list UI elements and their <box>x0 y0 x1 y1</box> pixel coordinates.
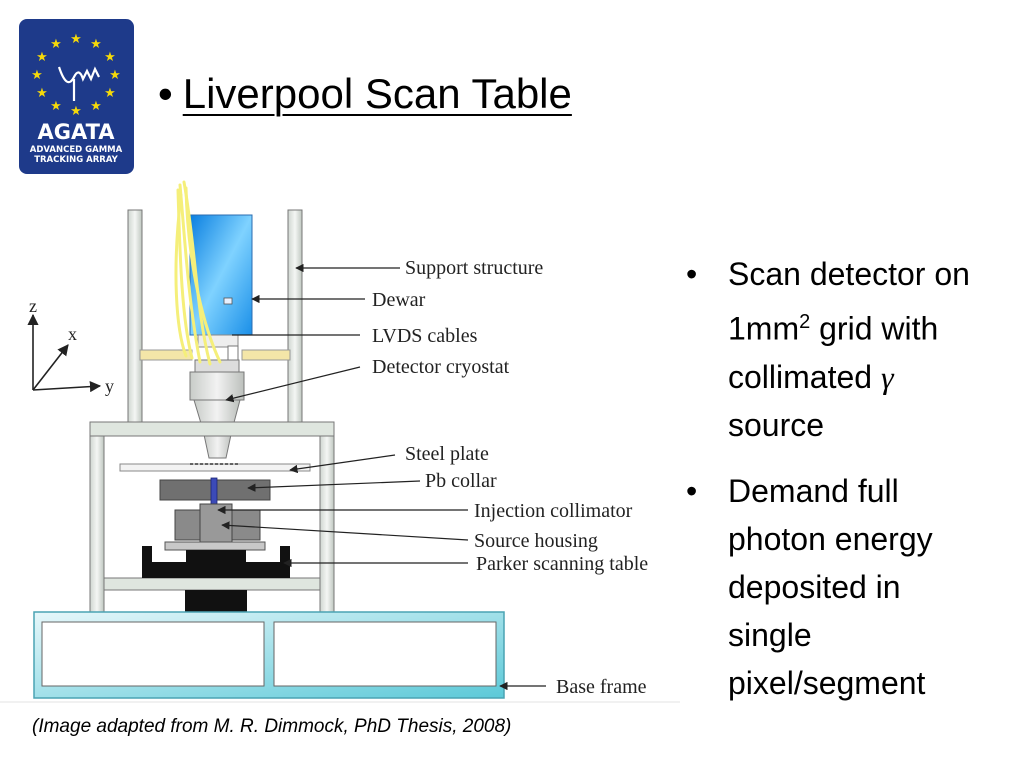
slide-title: •Liverpool Scan Table <box>158 70 572 118</box>
label-support-structure: Support structure <box>405 257 543 279</box>
label-steel-plate: Steel plate <box>405 443 489 465</box>
svg-text:★: ★ <box>31 67 43 82</box>
label-lvds-cables: LVDS cables <box>372 325 478 347</box>
svg-text:★: ★ <box>70 31 82 46</box>
label-base-frame: Base frame <box>556 676 647 698</box>
label-detector-cryostat: Detector cryostat <box>372 356 510 378</box>
svg-text:★: ★ <box>50 36 62 51</box>
svg-text:★: ★ <box>36 49 48 64</box>
axis-x-label: x <box>68 324 77 344</box>
detector-cryostat <box>189 371 245 401</box>
axis-triad <box>27 313 102 393</box>
agata-logo: ★ ★ ★ ★ ★ ★ ★ ★ ★ ★ ★ ★ AGATA ADVANCED G… <box>19 19 134 174</box>
axis-y-label: y <box>105 376 114 396</box>
axis-z-label: z <box>29 296 37 316</box>
bullet-list: • Scan detector on 1mm2 grid with collim… <box>686 250 1016 725</box>
svg-text:★: ★ <box>109 67 121 82</box>
svg-text:★: ★ <box>36 85 48 100</box>
svg-text:★: ★ <box>104 85 116 100</box>
frame-post-left <box>89 421 105 615</box>
logo-name: AGATA <box>37 120 115 144</box>
svg-text:★: ★ <box>90 36 102 51</box>
dewar <box>189 214 253 336</box>
label-source-housing: Source housing <box>474 530 598 552</box>
star-ring-icon: ★ ★ ★ ★ ★ ★ ★ ★ ★ ★ ★ ★ <box>31 31 121 118</box>
steel-plate <box>119 463 311 472</box>
svg-text:★: ★ <box>70 103 82 118</box>
label-parker-scanning-table: Parker scanning table <box>476 553 648 575</box>
label-injection-collimator: Injection collimator <box>474 500 633 522</box>
svg-text:★: ★ <box>90 98 102 113</box>
svg-text:★: ★ <box>50 98 62 113</box>
title-bullet: • <box>158 70 173 117</box>
scan-table-diagram: z x y <box>0 180 680 703</box>
frame-post-right <box>319 421 335 615</box>
support-post-left <box>127 209 143 427</box>
label-dewar: Dewar <box>372 289 426 311</box>
label-pb-collar: Pb collar <box>425 470 497 492</box>
logo-subtitle-2: TRACKING ARRAY <box>34 155 118 165</box>
bullet-item-scan: • Scan detector on 1mm2 grid with collim… <box>686 256 970 443</box>
lvds-cables <box>174 180 222 366</box>
logo-subtitle-1: ADVANCED GAMMA <box>30 145 123 155</box>
support-post-right <box>287 209 303 427</box>
image-credit-caption: (Image adapted from M. R. Dimmock, PhD T… <box>32 716 512 737</box>
gamma-track-icon <box>57 66 100 84</box>
svg-text:★: ★ <box>104 49 116 64</box>
bullet-item-energy: • Demand full photon energy deposited in… <box>686 472 933 701</box>
title-text: Liverpool Scan Table <box>182 70 572 117</box>
